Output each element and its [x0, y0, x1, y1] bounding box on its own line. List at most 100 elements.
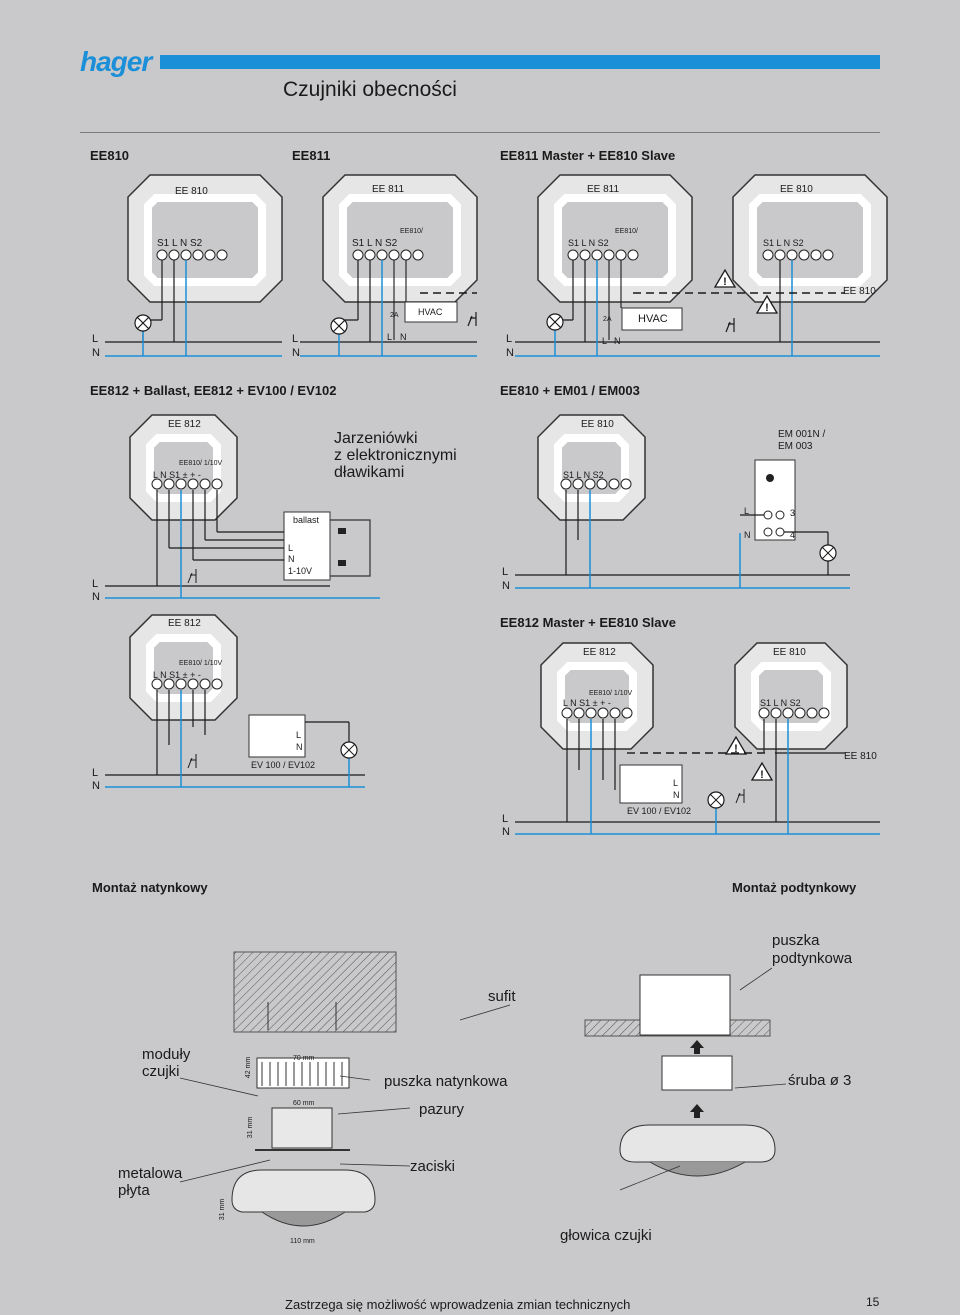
- label-hvac-a: HVAC: [418, 307, 443, 317]
- label-n-hvac-a: N: [400, 332, 407, 342]
- label-l-1c: L: [506, 333, 513, 345]
- label-n-ev-b: N: [673, 790, 680, 800]
- label-em-2: EM 003: [778, 441, 813, 452]
- label-n-ballast: N: [288, 554, 295, 564]
- label-4-em: 4: [790, 530, 796, 540]
- section-ee811: EE811: [292, 148, 331, 163]
- label-l-3b: L: [502, 813, 509, 825]
- terms-ee811: S1 L N S2: [352, 238, 398, 249]
- label-ee810-slave: EE 810: [780, 184, 813, 195]
- label-ee811-master: EE 811: [587, 184, 620, 195]
- label-2a-a: 2A: [390, 312, 399, 319]
- label-metalowa-2: płyta: [118, 1182, 150, 1199]
- terms-ee810-slave: S1 L N S2: [763, 238, 804, 248]
- label-n-1b: N: [292, 347, 300, 359]
- section-mount-flush: Montaż podtynkowy: [732, 880, 857, 895]
- label-sufit: sufit: [488, 988, 516, 1005]
- label-l-hvac-b: L: [602, 336, 608, 346]
- module-ee811-master: [537, 174, 693, 303]
- dim-31a: 31 mm: [247, 1116, 255, 1139]
- label-l-ev-b: L: [673, 778, 679, 788]
- label-l-2a: L: [92, 578, 99, 590]
- dim-70: 70 mm: [293, 1055, 315, 1062]
- module-ee810-slave: [732, 174, 888, 303]
- header-bar: [160, 55, 880, 69]
- terms-ee810-b: S1 L N S2: [563, 470, 604, 480]
- label-n-hvac-b: N: [614, 336, 621, 346]
- dim-60: 60 mm: [293, 1100, 315, 1107]
- page-number: 15: [866, 1295, 880, 1309]
- label-3-em: 3: [790, 508, 796, 518]
- label-sruba: śruba ø 3: [788, 1072, 852, 1089]
- label-ee810-110-c: EE810/ 1/10V: [589, 690, 633, 697]
- label-l-ballast: L: [288, 543, 294, 553]
- section-ee812-master: EE812 Master + EE810 Slave: [500, 615, 676, 630]
- label-n-em: N: [744, 530, 751, 540]
- label-l-1a: L: [92, 333, 99, 345]
- label-moduly-2: czujki: [142, 1063, 180, 1080]
- label-moduly-1: moduły: [142, 1046, 191, 1063]
- section-ee812-ballast: EE812 + Ballast, EE812 + EV100 / EV102: [90, 383, 337, 398]
- note-jarz-2: z elektronicznymi: [334, 447, 457, 464]
- label-ee812-master: EE 812: [583, 647, 616, 658]
- label-hvac-b: HVAC: [638, 313, 668, 325]
- module-ee810-a: [127, 174, 283, 303]
- label-110v: 1-10V: [288, 566, 313, 576]
- label-n-2b: N: [502, 580, 510, 592]
- terms-ee810-c: S1 L N S2: [760, 698, 801, 708]
- label-puszka-pod-2: podtynkowa: [772, 950, 853, 967]
- svg-text:!: !: [734, 743, 738, 755]
- label-n-2a: N: [92, 591, 100, 603]
- label-ballast: ballast: [293, 515, 320, 525]
- label-2a-b: 2A: [603, 316, 612, 323]
- svg-text:!: !: [765, 302, 769, 314]
- module-ee812-b: [129, 614, 238, 721]
- terms-ee812-master: L N S1 ± + -: [563, 698, 611, 708]
- label-ee812-a: EE 812: [168, 419, 201, 430]
- label-glowica: głowica czujki: [560, 1227, 652, 1244]
- module-ee811: [322, 174, 478, 303]
- section-ee811-master: EE811 Master + EE810 Slave: [500, 148, 676, 163]
- label-ee812-b: EE 812: [168, 618, 201, 629]
- label-n-3b: N: [502, 826, 510, 838]
- label-ee810-c: EE 810: [773, 647, 806, 658]
- dim-42: 42 mm: [245, 1056, 253, 1079]
- dim-31b: 31 mm: [219, 1198, 227, 1221]
- label-l-2b: L: [502, 566, 509, 578]
- svg-text:!: !: [760, 769, 764, 781]
- label-zaciski: zaciski: [410, 1158, 456, 1175]
- label-ee810-slash-b: EE810/: [615, 228, 638, 235]
- label-em-1: EM 001N /: [778, 429, 826, 440]
- label-puszka-pod-1: puszka: [772, 932, 820, 949]
- module-ee810-b: [537, 414, 646, 521]
- module-ee810-c: [734, 642, 848, 750]
- label-ee810-110-a: EE810/ 1/10V: [179, 460, 223, 467]
- label-ev-a: EV 100 / EV102: [251, 760, 316, 770]
- label-ee810-e: EE 810: [844, 751, 877, 762]
- label-l-hvac-a: L: [387, 332, 393, 342]
- label-n-1a: N: [92, 347, 100, 359]
- label-ee810-d: EE 810: [843, 286, 876, 297]
- header-divider: [80, 132, 880, 133]
- terms-ee812-b: L N S1 ± + -: [153, 670, 201, 680]
- label-ee810-110-b: EE810/ 1/10V: [179, 660, 223, 667]
- section-mount-surface: Montaż natynkowy: [92, 880, 208, 895]
- footer-note: Zastrzega się możliwość wprowadzenia zmi…: [285, 1297, 631, 1312]
- hager-logo: hager: [80, 46, 152, 77]
- label-puszka-nat: puszka natynkowa: [384, 1073, 508, 1090]
- terms-ee812-a: L N S1 ± + -: [153, 470, 201, 480]
- page-title: Czujniki obecności: [283, 78, 457, 101]
- label-ev-b: EV 100 / EV102: [627, 806, 692, 816]
- label-n-ev-a: N: [296, 742, 303, 752]
- note-jarz-1: Jarzeniówki: [334, 430, 418, 447]
- label-pazury: pazury: [419, 1101, 465, 1118]
- module-ee812-a: [129, 414, 238, 521]
- label-metalowa-1: metalowa: [118, 1165, 183, 1182]
- note-jarz-3: dławikami: [334, 464, 405, 481]
- label-l-3a: L: [92, 767, 99, 779]
- section-ee810-em: EE810 + EM01 / EM003: [500, 383, 640, 398]
- label-l-1b: L: [292, 333, 299, 345]
- label-n-1c: N: [506, 347, 514, 359]
- label-n-3a: N: [92, 780, 100, 792]
